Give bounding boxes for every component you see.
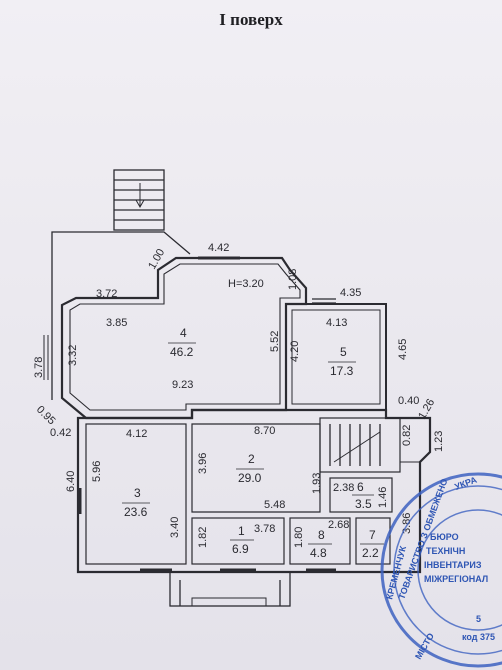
stamp-text: МІЖРЕГІОНАЛ bbox=[424, 574, 488, 584]
room-area: 23.6 bbox=[124, 505, 148, 519]
dim-label: 1.82 bbox=[197, 527, 209, 548]
dim-label: 0.42 bbox=[50, 427, 71, 439]
room-area: 2.2 bbox=[362, 546, 379, 560]
dim-label: 3.96 bbox=[197, 453, 209, 474]
room-1-walls bbox=[191, 517, 285, 565]
dim-label: 6.40 bbox=[65, 471, 77, 492]
room-number: 3 bbox=[134, 486, 141, 500]
dim-label: 4.12 bbox=[126, 428, 147, 440]
dim-label: 1.80 bbox=[293, 527, 305, 548]
stamp-text: ІНВЕНТАРИЗ bbox=[424, 560, 482, 570]
dim-label: 3.78 bbox=[254, 523, 275, 535]
room-number: 6 bbox=[357, 480, 364, 494]
dim-label: 0.82 bbox=[401, 425, 413, 446]
room-number: 8 bbox=[318, 528, 325, 542]
room-6-walls bbox=[329, 477, 393, 513]
floor-title: I поверх bbox=[219, 10, 283, 29]
dim-label: 1.23 bbox=[433, 431, 445, 452]
dim-label: 3.32 bbox=[67, 345, 79, 366]
stamp-text: МІСТО bbox=[413, 631, 436, 661]
dim-label: 5.48 bbox=[264, 499, 285, 511]
dim-label: 5.52 bbox=[269, 331, 281, 352]
room-number: 2 bbox=[248, 452, 255, 466]
room-7-walls bbox=[355, 517, 391, 565]
room-area: 17.3 bbox=[330, 364, 354, 378]
dim-label: 9.23 bbox=[172, 379, 193, 391]
dim-label: 4.65 bbox=[397, 339, 409, 360]
dim-label: 4.35 bbox=[340, 287, 361, 299]
stamp-text: код 375 bbox=[462, 632, 495, 642]
dim-label: 1.93 bbox=[311, 473, 323, 494]
dim-label: 1.46 bbox=[377, 487, 389, 508]
room-number: 4 bbox=[180, 326, 187, 340]
dim-label: 2.38 bbox=[333, 482, 354, 494]
dim-label: 4.20 bbox=[289, 341, 301, 362]
room-area: 3.5 bbox=[355, 497, 372, 511]
room-area: 6.9 bbox=[232, 542, 249, 556]
room-number: 1 bbox=[238, 524, 245, 538]
room-area: 4.8 bbox=[310, 546, 327, 560]
room-3-walls bbox=[85, 423, 187, 565]
dim-label: 4.42 bbox=[208, 242, 229, 254]
room-number: 5 bbox=[340, 345, 347, 359]
dim-label: 3.72 bbox=[96, 288, 117, 300]
dim-label: 5.96 bbox=[91, 461, 103, 482]
room-area: 29.0 bbox=[238, 471, 262, 485]
dim-label: 1.00 bbox=[146, 247, 167, 272]
dim-label: 1.08 bbox=[287, 269, 299, 290]
room-number: 7 bbox=[369, 528, 376, 542]
dim-label: 3.78 bbox=[33, 357, 45, 378]
dim-label: 4.13 bbox=[326, 317, 347, 329]
terrace-outline bbox=[51, 231, 191, 400]
dim-label: 8.70 bbox=[254, 425, 275, 437]
bottom-porch bbox=[169, 571, 291, 607]
dim-label: H=3.20 bbox=[228, 278, 264, 290]
dim-label: 3.40 bbox=[169, 517, 181, 538]
stamp-text: ТЕХНІЧН bbox=[426, 546, 465, 556]
dim-label: 3.86 bbox=[401, 513, 413, 534]
stamp-text: 5 bbox=[476, 614, 481, 624]
dim-label: 3.85 bbox=[106, 317, 127, 329]
room-area: 46.2 bbox=[170, 345, 194, 359]
stamp-text: БЮРО bbox=[430, 532, 459, 542]
room-8-walls bbox=[289, 517, 351, 565]
dim-label: 2.68 bbox=[328, 519, 349, 531]
dim-label: 0.40 bbox=[398, 395, 419, 407]
stamp-seal: БЮРО ТЕХНІЧН ІНВЕНТАРИЗ МІЖРЕГІОНАЛ УКРА… bbox=[380, 472, 502, 668]
room-2-walls bbox=[191, 423, 321, 513]
dim-label: 0.95 bbox=[34, 404, 58, 428]
